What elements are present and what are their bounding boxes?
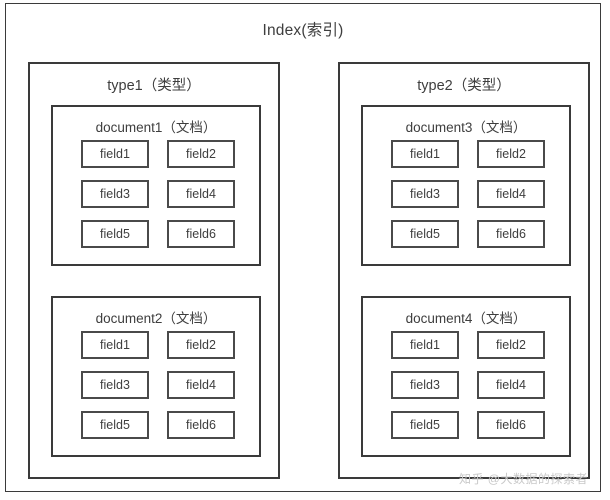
document-box-document1: document1（文档） field1 field2 field3 field… — [51, 105, 261, 266]
field-box: field3 — [81, 371, 149, 399]
field-box: field5 — [391, 220, 459, 248]
field-box: field3 — [81, 180, 149, 208]
field-box: field5 — [81, 411, 149, 439]
document-title-document3: document3（文档） — [405, 120, 527, 135]
field-box: field6 — [477, 220, 545, 248]
index-title: Index(索引) — [262, 22, 344, 39]
field-box: field1 — [81, 331, 149, 359]
type-box-type2: type2（类型） document3（文档） field1 field2 fi… — [338, 62, 590, 479]
document-title-document2: document2（文档） — [95, 311, 217, 326]
document-box-document4: document4（文档） field1 field2 field3 field… — [361, 296, 571, 457]
document-box-document2: document2（文档） field1 field2 field3 field… — [51, 296, 261, 457]
field-box: field6 — [167, 220, 235, 248]
field-box: field5 — [81, 220, 149, 248]
type-title-type2: type2（类型） — [417, 78, 511, 94]
field-box: field4 — [167, 180, 235, 208]
type-title-type1: type1（类型） — [107, 78, 201, 94]
field-box: field4 — [477, 371, 545, 399]
field-box: field2 — [167, 140, 235, 168]
field-box: field6 — [477, 411, 545, 439]
field-box: field1 — [391, 140, 459, 168]
field-grid-document2: field1 field2 field3 field4 field5 field… — [67, 331, 249, 439]
field-box: field5 — [391, 411, 459, 439]
field-box: field6 — [167, 411, 235, 439]
field-box: field1 — [81, 140, 149, 168]
field-box: field1 — [391, 331, 459, 359]
field-box: field4 — [167, 371, 235, 399]
field-box: field4 — [477, 180, 545, 208]
field-grid-document4: field1 field2 field3 field4 field5 field… — [377, 331, 559, 439]
watermark: 知乎 @大数据的探索者 — [458, 472, 588, 486]
field-box: field3 — [391, 371, 459, 399]
index-container: Index(索引) type1（类型） document1（文档） field1… — [5, 3, 601, 492]
type-box-type1: type1（类型） document1（文档） field1 field2 fi… — [28, 62, 280, 479]
field-grid-document3: field1 field2 field3 field4 field5 field… — [377, 140, 559, 248]
document-title-document1: document1（文档） — [95, 120, 217, 135]
field-box: field2 — [477, 140, 545, 168]
document-box-document3: document3（文档） field1 field2 field3 field… — [361, 105, 571, 266]
field-box: field2 — [167, 331, 235, 359]
field-grid-document1: field1 field2 field3 field4 field5 field… — [67, 140, 249, 248]
document-title-document4: document4（文档） — [405, 311, 527, 326]
field-box: field2 — [477, 331, 545, 359]
field-box: field3 — [391, 180, 459, 208]
